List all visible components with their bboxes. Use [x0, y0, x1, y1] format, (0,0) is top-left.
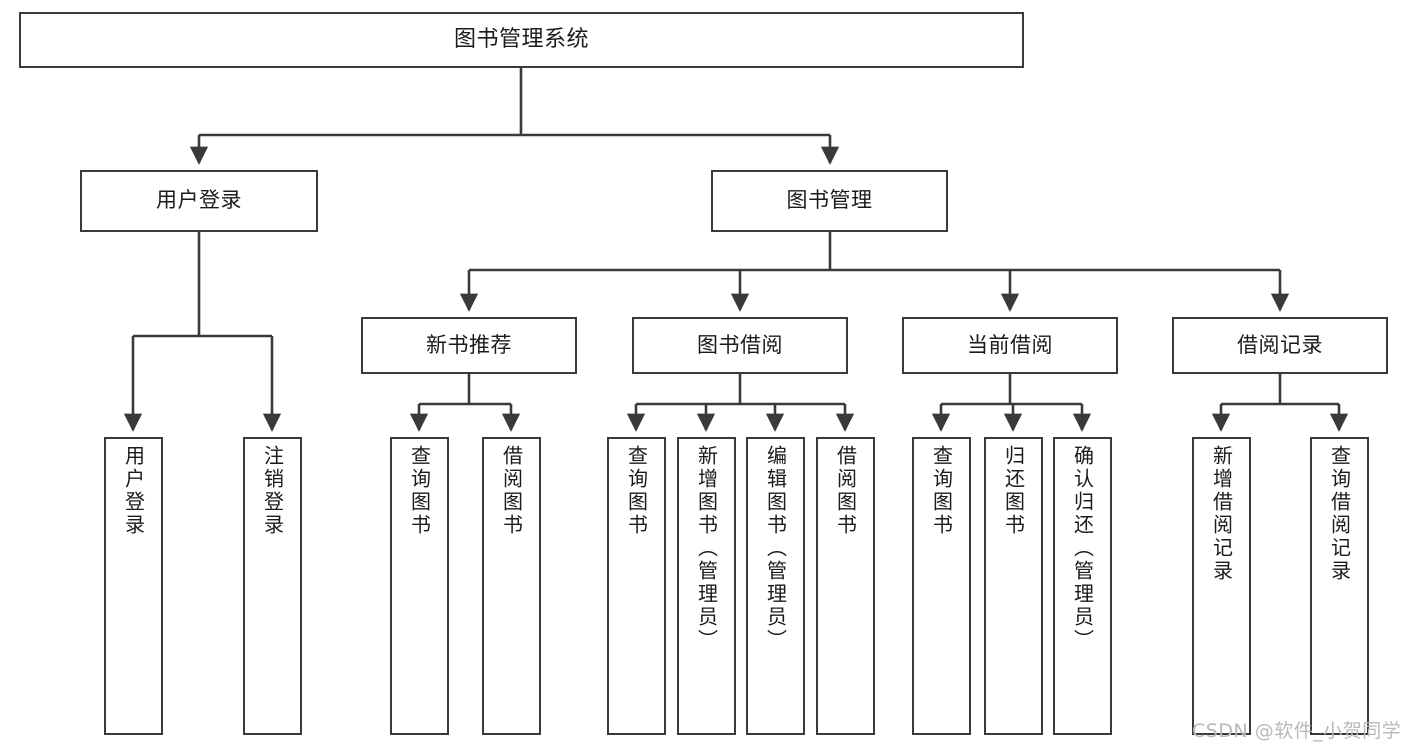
- node-leaf-borrow-book-bor-label: 借阅图书: [833, 445, 858, 537]
- node-leaf-add-borrow-record-label: 新增借阅记录: [1209, 445, 1234, 583]
- node-book-manage[interactable]: 图书管理: [711, 170, 948, 232]
- node-new-book-rec-label: 新书推荐: [426, 332, 512, 357]
- node-book-borrow[interactable]: 图书借阅: [632, 317, 848, 374]
- node-borrow-record[interactable]: 借阅记录: [1172, 317, 1388, 374]
- node-leaf-user-login-label: 用户登录: [121, 445, 146, 537]
- node-root-label: 图书管理系统: [453, 26, 589, 52]
- node-current-borrow-label: 当前借阅: [967, 332, 1053, 357]
- node-new-book-rec[interactable]: 新书推荐: [361, 317, 577, 374]
- node-leaf-borrow-book-rec[interactable]: 借阅图书: [482, 437, 541, 735]
- node-leaf-query-borrow-record-label: 查询借阅记录: [1327, 445, 1352, 583]
- node-leaf-query-book-cur[interactable]: 查询图书: [912, 437, 971, 735]
- csdn-watermark: CSDN @软件_小贺同学: [1192, 720, 1402, 742]
- node-leaf-borrow-book-bor[interactable]: 借阅图书: [816, 437, 875, 735]
- node-leaf-user-login[interactable]: 用户登录: [104, 437, 163, 735]
- node-book-manage-label: 图书管理: [786, 188, 873, 213]
- node-leaf-return-book[interactable]: 归还图书: [984, 437, 1043, 735]
- node-leaf-query-borrow-record[interactable]: 查询借阅记录: [1310, 437, 1369, 735]
- node-leaf-confirm-return-admin-label: 确认归还（管理员）: [1070, 445, 1095, 652]
- node-root[interactable]: 图书管理系统: [19, 12, 1024, 68]
- node-leaf-confirm-return-admin[interactable]: 确认归还（管理员）: [1053, 437, 1112, 735]
- node-leaf-add-book-admin[interactable]: 新增图书（管理员）: [677, 437, 736, 735]
- node-book-borrow-label: 图书借阅: [697, 332, 783, 357]
- node-leaf-borrow-book-rec-label: 借阅图书: [499, 445, 524, 537]
- node-leaf-add-book-admin-label: 新增图书（管理员）: [694, 445, 719, 652]
- node-leaf-query-book-bor[interactable]: 查询图书: [607, 437, 666, 735]
- node-user-login[interactable]: 用户登录: [80, 170, 318, 232]
- node-borrow-record-label: 借阅记录: [1237, 332, 1323, 357]
- node-leaf-edit-book-admin-label: 编辑图书（管理员）: [763, 445, 788, 652]
- node-current-borrow[interactable]: 当前借阅: [902, 317, 1118, 374]
- node-leaf-add-borrow-record[interactable]: 新增借阅记录: [1192, 437, 1251, 735]
- node-leaf-query-book-rec[interactable]: 查询图书: [390, 437, 449, 735]
- node-leaf-user-logout-label: 注销登录: [260, 445, 285, 537]
- node-leaf-query-book-rec-label: 查询图书: [407, 445, 432, 537]
- node-leaf-query-book-bor-label: 查询图书: [624, 445, 649, 537]
- node-leaf-query-book-cur-label: 查询图书: [929, 445, 954, 537]
- node-leaf-edit-book-admin[interactable]: 编辑图书（管理员）: [746, 437, 805, 735]
- node-leaf-return-book-label: 归还图书: [1001, 445, 1026, 537]
- node-leaf-user-logout[interactable]: 注销登录: [243, 437, 302, 735]
- node-user-login-label: 用户登录: [156, 188, 242, 213]
